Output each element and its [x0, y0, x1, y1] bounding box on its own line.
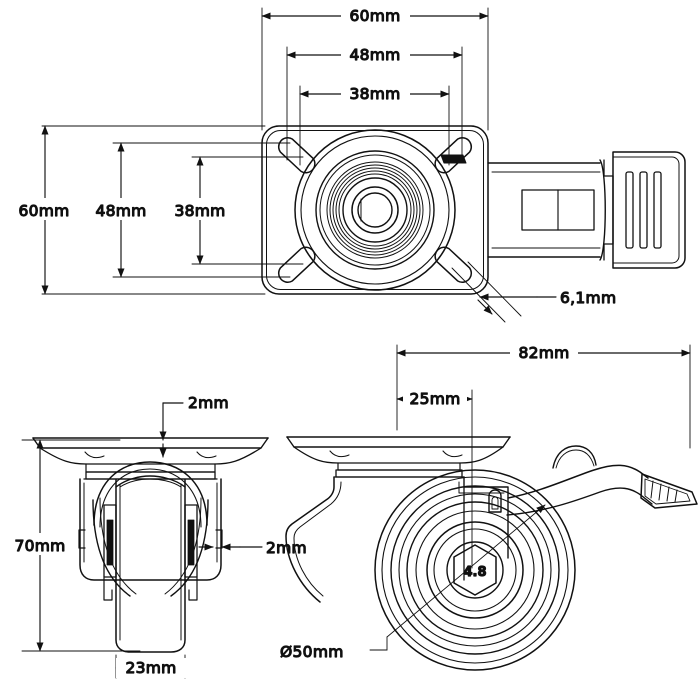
side-view-extension-lines	[396, 344, 691, 569]
dimension-label-plate-depth-60: 60mm	[18, 202, 69, 220]
dimension-label-plate-thickness-2mm: 2mm	[188, 394, 229, 412]
dimension-slot-width-6-1	[451, 261, 557, 323]
top-view-swivel-raceway	[294, 129, 456, 291]
dimension-label-bolt-spacing-48-horizontal: 48mm	[349, 46, 400, 64]
dimension-label-wheel-width-23mm: 23mm	[125, 659, 176, 677]
dimension-label-swivel-offset-25mm: 25mm	[409, 390, 460, 408]
dimension-label-bolt-spacing-38-vertical: 38mm	[174, 202, 225, 220]
mounting-slot-top-right	[434, 137, 473, 174]
side-view-caster	[285, 436, 698, 671]
dimension-label-overall-height-70mm: 70mm	[14, 537, 65, 555]
mounting-slot-bottom-right	[434, 246, 473, 283]
dimension-label-overall-length-82mm: 82mm	[518, 344, 569, 362]
mounting-slot-top-left	[277, 137, 316, 174]
dimension-label-wheel-diameter-50mm: Ø50mm	[280, 643, 344, 661]
dimension-plate-thickness-2mm	[159, 402, 184, 458]
dimension-label-plate-width-60-fg: 60mm	[349, 7, 400, 25]
top-view-brake-lever	[487, 151, 686, 269]
dimension-label-bolt-spacing-48-vertical: 48mm	[95, 202, 146, 220]
dimension-label-bolt-spacing-38-horizontal: 38mm	[349, 85, 400, 103]
bolt-grade-marking: 4.8	[463, 565, 486, 580]
top-view-mounting-slots	[277, 137, 473, 283]
dimension-label-slot-width-6-1: 6,1mm	[560, 289, 616, 307]
top-view-extension-lines	[41, 7, 489, 295]
dimension-wheel-diameter-50mm	[369, 504, 546, 651]
mounting-slot-bottom-left	[277, 246, 316, 283]
